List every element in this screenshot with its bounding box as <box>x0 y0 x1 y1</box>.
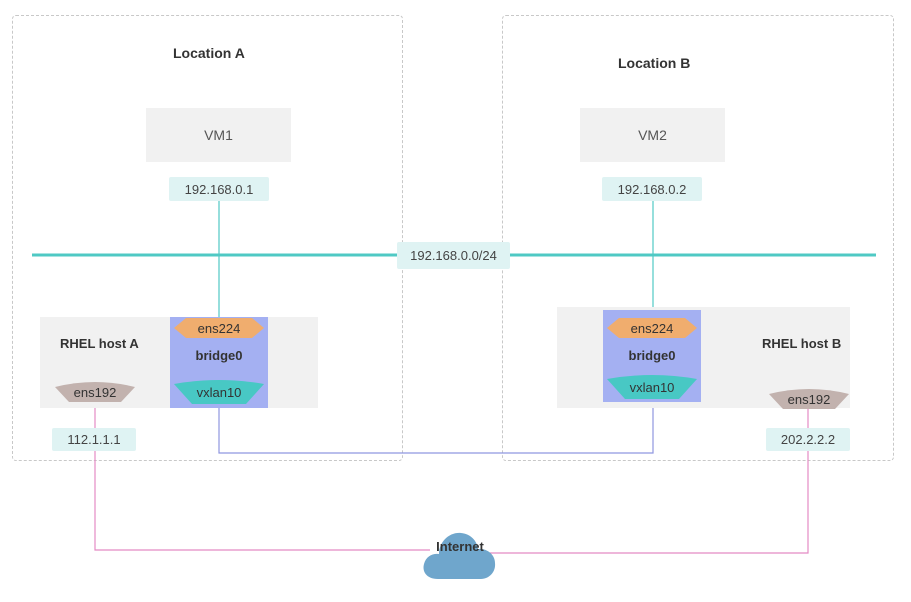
vm2-ip-tag: 192.168.0.2 <box>602 177 702 201</box>
ens224-shape-icon <box>174 318 264 338</box>
internet-cloud: Internet <box>420 525 500 581</box>
location-b-title: Location B <box>618 55 691 71</box>
vm1-ip-tag: 192.168.0.1 <box>169 177 269 201</box>
bridge-b-ens224-label: ens224 <box>630 320 674 336</box>
nic-shape-icon <box>769 389 849 409</box>
host-a-nic: ens192 <box>55 381 135 403</box>
bridge-b-label: bridge0 <box>628 348 676 363</box>
bridge-b-vxlan-port: vxlan10 <box>607 375 697 400</box>
bridge-b-ens224-port: ens224 <box>607 318 697 338</box>
host-a-nic-label: ens192 <box>73 384 117 400</box>
subnet-tag: 192.168.0.0/24 <box>397 242 510 269</box>
vm2-box: VM2 <box>580 108 725 162</box>
nic-shape-icon <box>55 382 135 402</box>
host-b-nic-label: ens192 <box>787 391 831 407</box>
bridge-a-vxlan-label: vxlan10 <box>196 385 242 400</box>
vxlan-shape-icon <box>174 380 264 404</box>
bridge-a-ens224-label: ens224 <box>197 320 241 336</box>
host-b-ip-tag: 202.2.2.2 <box>766 428 850 451</box>
host-a-title: RHEL host A <box>60 336 139 351</box>
bridge-b-vxlan-label: vxlan10 <box>629 380 675 395</box>
location-a-title: Location A <box>173 45 245 61</box>
bridge-a-ens224-port: ens224 <box>174 318 264 338</box>
bridge-a-label: bridge0 <box>195 348 243 363</box>
vm1-box: VM1 <box>146 108 291 162</box>
cloud-icon <box>423 532 496 579</box>
host-b-title: RHEL host B <box>762 336 842 351</box>
vxlan-shape-icon <box>607 375 697 399</box>
internet-label: Internet <box>436 539 484 554</box>
ens224-shape-icon <box>607 318 697 338</box>
bridge-a-vxlan-port: vxlan10 <box>174 380 264 405</box>
host-a-ip-tag: 112.1.1.1 <box>52 428 136 451</box>
host-b-nic: ens192 <box>769 388 849 410</box>
